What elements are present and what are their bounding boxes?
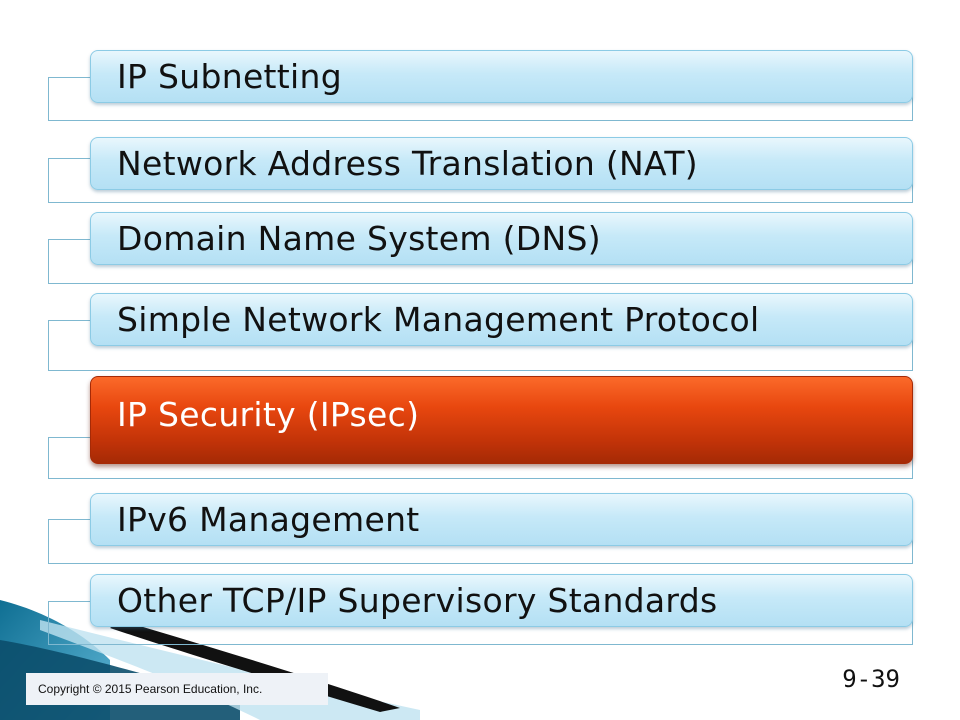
topic-item-frame — [48, 519, 913, 564]
topic-item-label: Simple Network Management Protocol — [117, 300, 760, 339]
topic-item: Simple Network Management Protocol — [48, 293, 913, 371]
topic-item-bar: IPv6 Management — [90, 493, 913, 546]
topic-item: IP Security (IPsec) — [48, 376, 913, 479]
topic-item-bar: Other TCP/IP Supervisory Standards — [90, 574, 913, 627]
topic-item: IPv6 Management — [48, 493, 913, 564]
topic-item-frame — [48, 239, 913, 284]
topic-item: IP Subnetting — [48, 50, 913, 121]
topic-item: Network Address Translation (NAT) — [48, 137, 913, 203]
topic-item-label: Other TCP/IP Supervisory Standards — [117, 581, 718, 620]
topic-item-frame — [48, 320, 913, 371]
topic-item-label: IP Security (IPsec) — [117, 394, 420, 434]
topic-item-frame — [48, 601, 913, 645]
topic-item-label: Network Address Translation (NAT) — [117, 144, 698, 183]
topic-item: Domain Name System (DNS) — [48, 212, 913, 284]
page-number: 9-39 — [842, 665, 900, 693]
topic-item-bar: IP Subnetting — [90, 50, 913, 103]
copyright-notice: Copyright © 2015 Pearson Education, Inc. — [26, 673, 328, 705]
topic-item-bar-highlighted: IP Security (IPsec) — [90, 376, 913, 464]
topic-item-label: IPv6 Management — [117, 500, 420, 539]
topic-item: Other TCP/IP Supervisory Standards — [48, 574, 913, 645]
topic-item-frame — [48, 77, 913, 121]
topic-item-bar: Simple Network Management Protocol — [90, 293, 913, 346]
topic-item-bar: Network Address Translation (NAT) — [90, 137, 913, 190]
topic-item-bar: Domain Name System (DNS) — [90, 212, 913, 265]
topic-item-label: IP Subnetting — [117, 57, 342, 96]
topic-item-label: Domain Name System (DNS) — [117, 219, 601, 258]
